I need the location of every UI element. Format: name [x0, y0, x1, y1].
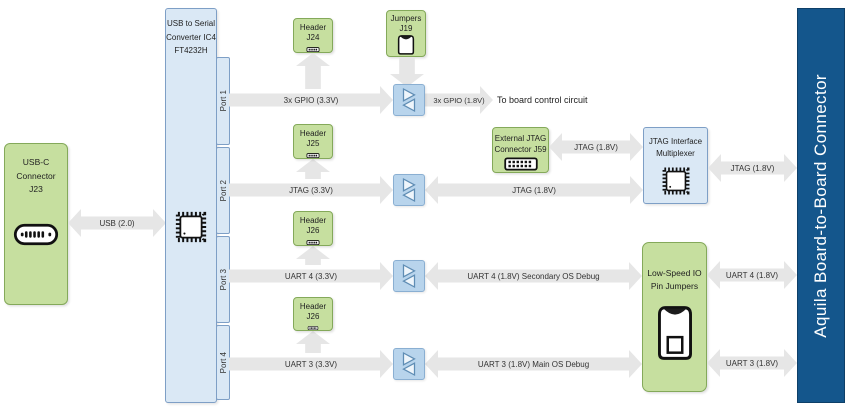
uart4-to-header-j26-arrow — [296, 246, 330, 265]
jumpers-j19-label: Jumpers J19 — [390, 14, 422, 33]
low-speed-io-block: Low-Speed IO Pin Jumpers — [642, 242, 707, 392]
chip-icon — [175, 211, 207, 243]
to-board-control-text: To board control circuit — [497, 95, 588, 105]
usb-c-connector-block: USB-C Connector J23 — [4, 143, 68, 305]
port-1-box: Port 1 — [216, 57, 230, 145]
jtag-3v3-label: JTAG (3.3V) — [289, 185, 333, 195]
uart3-1v8-debug-arrow: UART 3 (1.8V) Main OS Debug — [425, 350, 642, 378]
port-3-label: Port 3 — [218, 268, 228, 291]
usb-serial-converter-label: USB to Serial Converter IC4 FT4232H — [166, 19, 216, 56]
uart3-to-header-j26-arrow — [296, 331, 330, 353]
gpio-1v8-label: 3x GPIO (1.8V) — [433, 95, 485, 105]
uart4-1v8-debug-label: UART 4 (1.8V) Secondary OS Debug — [467, 271, 600, 281]
header-j26-uart3-label: Header J26 — [299, 302, 327, 322]
level-shifter-uart3 — [393, 348, 425, 380]
uart4-3v3-label: UART 4 (3.3V) — [284, 271, 338, 281]
uart3-3v3-arrow: UART 3 (3.3V) — [229, 350, 393, 378]
usb-serial-converter-block: USB to Serial Converter IC4 FT4232H — [165, 8, 217, 403]
jtag-mux-to-connector-arrow: JTAG (1.8V) — [708, 154, 797, 182]
port-4-box: Port 4 — [216, 325, 230, 400]
jtag-to-header-j25-arrow — [296, 159, 330, 179]
usb-c-connector-label: USB-C Connector J23 — [16, 157, 56, 195]
uart3-1v8-to-connector-arrow: UART 3 (1.8V) — [707, 349, 797, 377]
chip-icon — [662, 167, 689, 195]
jtag-3v3-arrow: JTAG (3.3V) — [229, 176, 393, 204]
external-jtag-connector-label: External JTAG Connector J59 — [494, 134, 547, 155]
uart3-1v8-to-connector-label: UART 3 (1.8V) — [725, 358, 779, 368]
level-shifter-icon — [402, 87, 416, 113]
jumpers-j19-block: Jumpers J19 — [386, 10, 426, 57]
pin-header-icon — [306, 152, 320, 158]
header-j26-uart3-block: Header J26 — [293, 297, 333, 331]
jtag-1v8-bus-arrow: JTAG (1.8V) — [425, 176, 643, 204]
level-shifter-gpio — [393, 84, 425, 116]
header-j26-uart4-block: Header J26 — [293, 211, 333, 246]
jtag-1v8-bus-label: JTAG (1.8V) — [512, 185, 556, 195]
level-shifter-icon — [402, 351, 416, 377]
jumper-icon — [657, 305, 692, 360]
uart4-3v3-arrow: UART 4 (3.3V) — [229, 262, 393, 290]
level-shifter-uart4 — [393, 260, 425, 292]
uart3-1v8-debug-label: UART 3 (1.8V) Main OS Debug — [477, 359, 590, 369]
port-2-label: Port 2 — [218, 179, 228, 202]
gpio-3v3-arrow: 3x GPIO (3.3V) — [229, 86, 393, 114]
external-jtag-1v8-label: JTAG (1.8V) — [574, 142, 618, 152]
uart4-1v8-to-connector-label: UART 4 (1.8V) — [725, 270, 779, 280]
jumper-icon — [397, 35, 415, 55]
jtag-mux-block: JTAG Interface Multiplexer — [643, 127, 708, 204]
low-speed-io-label: Low-Speed IO Pin Jumpers — [647, 268, 702, 291]
jtag-mux-label: JTAG Interface Multiplexer — [648, 137, 703, 158]
port-2-box: Port 2 — [216, 147, 230, 234]
aquila-connector-block: Aquila Board-to-Board Connector — [797, 8, 845, 403]
pin-header-icon — [306, 46, 320, 52]
usb-connection-arrow: USB (2.0) — [68, 209, 166, 237]
header-j25-block: Header J25 — [293, 124, 333, 159]
jtag-mux-to-connector-label: JTAG (1.8V) — [730, 163, 775, 173]
port-3-box: Port 3 — [216, 236, 230, 323]
pin-header-icon — [306, 239, 320, 245]
aquila-connector-label: Aquila Board-to-Board Connector — [811, 73, 830, 338]
external-jtag-connector-block: External JTAG Connector J59 — [492, 127, 549, 173]
port-1-label: Port 1 — [218, 90, 228, 112]
header-j25-label: Header J25 — [299, 129, 327, 149]
header-j24-block: Header J24 — [293, 18, 333, 53]
jumpers-j19-to-shifter-arrow — [390, 57, 424, 87]
header-j26-uart4-label: Header J26 — [299, 216, 327, 236]
port-4-label: Port 4 — [218, 351, 228, 374]
usb-c-plug-icon — [13, 223, 59, 245]
dual-row-header-icon — [503, 157, 538, 171]
header-j24-label: Header J24 — [299, 23, 327, 43]
uart3-3v3-label: UART 3 (3.3V) — [284, 359, 338, 369]
usb-connection-label: USB (2.0) — [99, 218, 135, 228]
gpio-3v3-label: 3x GPIO (3.3V) — [283, 95, 339, 105]
level-shifter-icon — [402, 263, 416, 289]
gpio-1v8-arrow: 3x GPIO (1.8V) — [425, 86, 493, 114]
pin-header-icon — [307, 325, 319, 330]
uart4-1v8-to-connector-arrow: UART 4 (1.8V) — [707, 261, 797, 289]
uart4-1v8-debug-arrow: UART 4 (1.8V) Secondary OS Debug — [425, 262, 642, 290]
level-shifter-icon — [402, 177, 416, 203]
level-shifter-jtag — [393, 174, 425, 206]
external-jtag-1v8-arrow: JTAG (1.8V) — [549, 133, 643, 161]
gpio-to-header-j24-arrow — [296, 53, 330, 89]
